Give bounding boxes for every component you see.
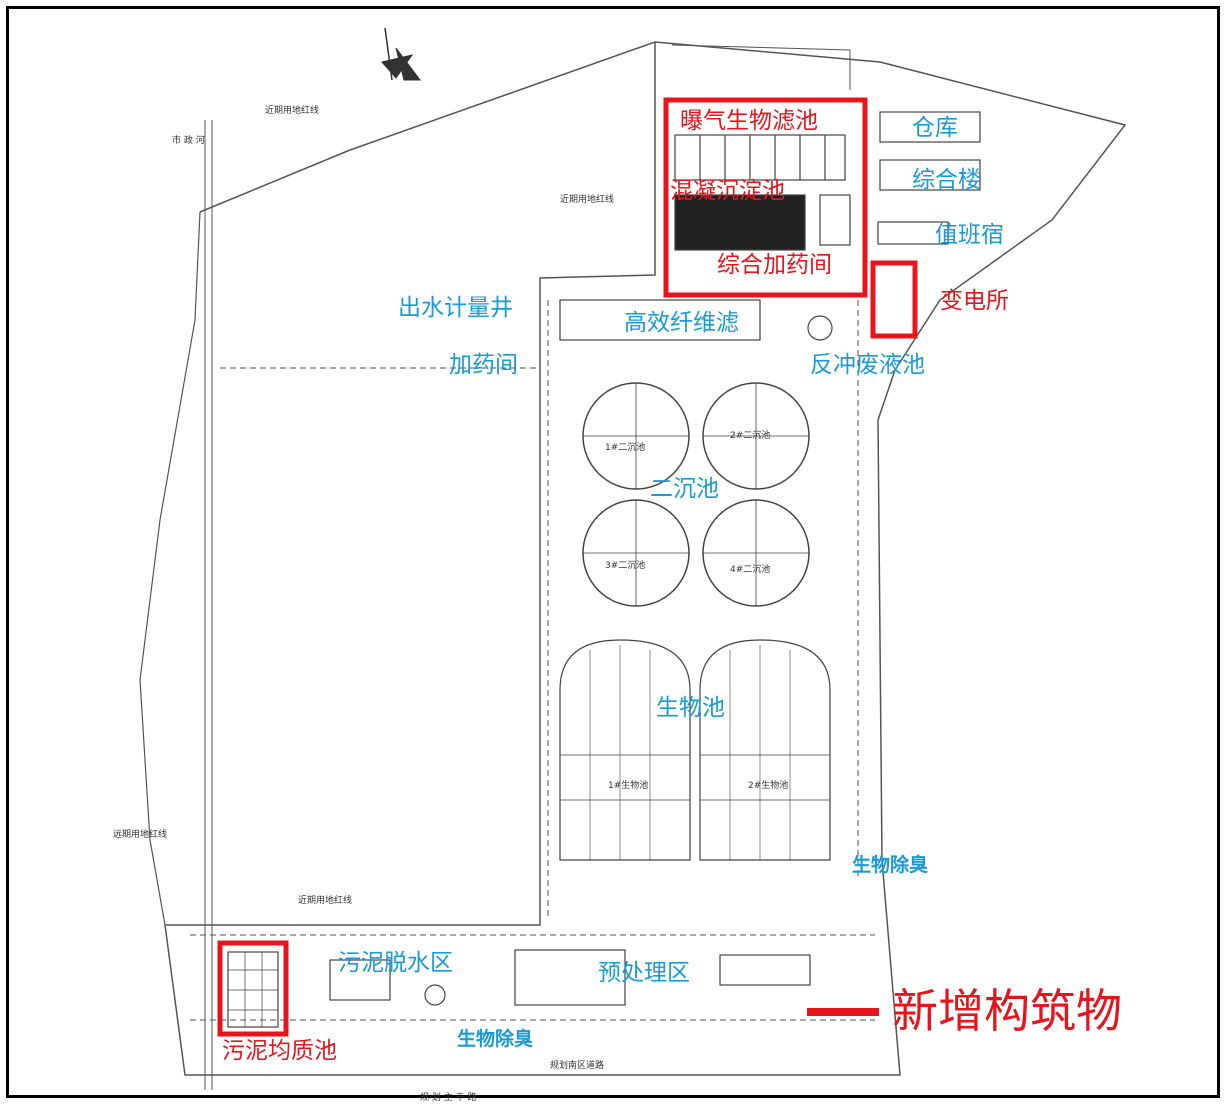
label-aerated-biofilter: 曝气生物滤池 [680,108,818,134]
road-left [204,120,213,1090]
south-road [190,934,875,1021]
label-coag-sedimentation: 混凝沉淀池 [670,178,785,204]
label-outlet-meter-well: 出水计量井 [398,295,513,321]
boundary-north-label: 近期用地红线 [265,106,320,116]
new-structure-box-substation [870,260,918,339]
road-left-label: 市 政 河 [172,136,205,146]
office-bldg [879,159,981,191]
clarifier-3-label: 3#二沉池 [605,561,646,571]
drawing-frame [6,6,1220,1098]
bio-tank-1 [559,639,691,861]
aerated-biofilter-units [674,134,846,181]
boundary-west-label: 远期用地红线 [113,830,168,840]
clarifier-4-label: 4#二沉池 [730,565,771,575]
label-chemical-dosing-room: 综合加药间 [717,252,832,278]
label-pretreatment: 预处理区 [598,960,690,986]
north-arrow-icon [381,27,421,81]
backwash-tank-shape [807,315,833,341]
label-dosing-room: 加药间 [449,352,518,378]
label-bio-deodor-east: 生物除臭 [852,854,929,876]
south-road-label: 规划南区道路 [550,1061,605,1071]
label-fiber-filter: 高效纤维滤 [624,310,739,336]
label-warehouse: 仓库 [912,115,958,141]
legend-label: 新增构筑物 [892,984,1122,1038]
boundary-mid-label: 近期用地红线 [560,195,615,205]
warehouse-bldg [879,111,981,143]
pretreatment-bldg [514,949,626,1006]
bottom-road-label: 规 划 主 干 路 [420,1093,477,1103]
new-structure-box-sludge [217,940,289,1037]
bio-tank-2 [699,639,831,861]
boundary-south-label: 近期用地红线 [298,896,353,906]
label-substation: 变电所 [940,288,1009,314]
label-bio-deodor-south: 生物除臭 [457,1028,534,1050]
site-road-north [671,44,851,90]
label-sludge-homogenizer: 污泥均质池 [222,1038,337,1064]
label-sludge-dewatering: 污泥脱水区 [338,950,453,976]
clarifier-1-label: 1#二沉池 [605,443,646,453]
label-dormitory: 值班宿 [935,222,1004,248]
west-boundary [139,211,201,926]
sludge-homogenizer-grid [227,951,279,1028]
biotank-1-label: 1#生物池 [608,781,649,791]
site-boundary [164,41,1127,1076]
dewatering-bldg [329,959,391,1001]
label-backwash-tank: 反冲废液池 [810,352,925,378]
new-structure-box-main [663,97,868,298]
coag-sedimentation-units [674,194,806,251]
fiber-filter-bldg [559,299,761,341]
biotank-2-label: 2#生物池 [748,781,789,791]
label-office-building: 综合楼 [912,167,981,193]
clarifier-2-label: 2#二沉池 [730,431,771,441]
label-bio-tank: 生物池 [656,695,725,721]
dormitory-bldg [877,221,949,245]
label-secondary-clarifier: 二沉池 [650,476,719,502]
